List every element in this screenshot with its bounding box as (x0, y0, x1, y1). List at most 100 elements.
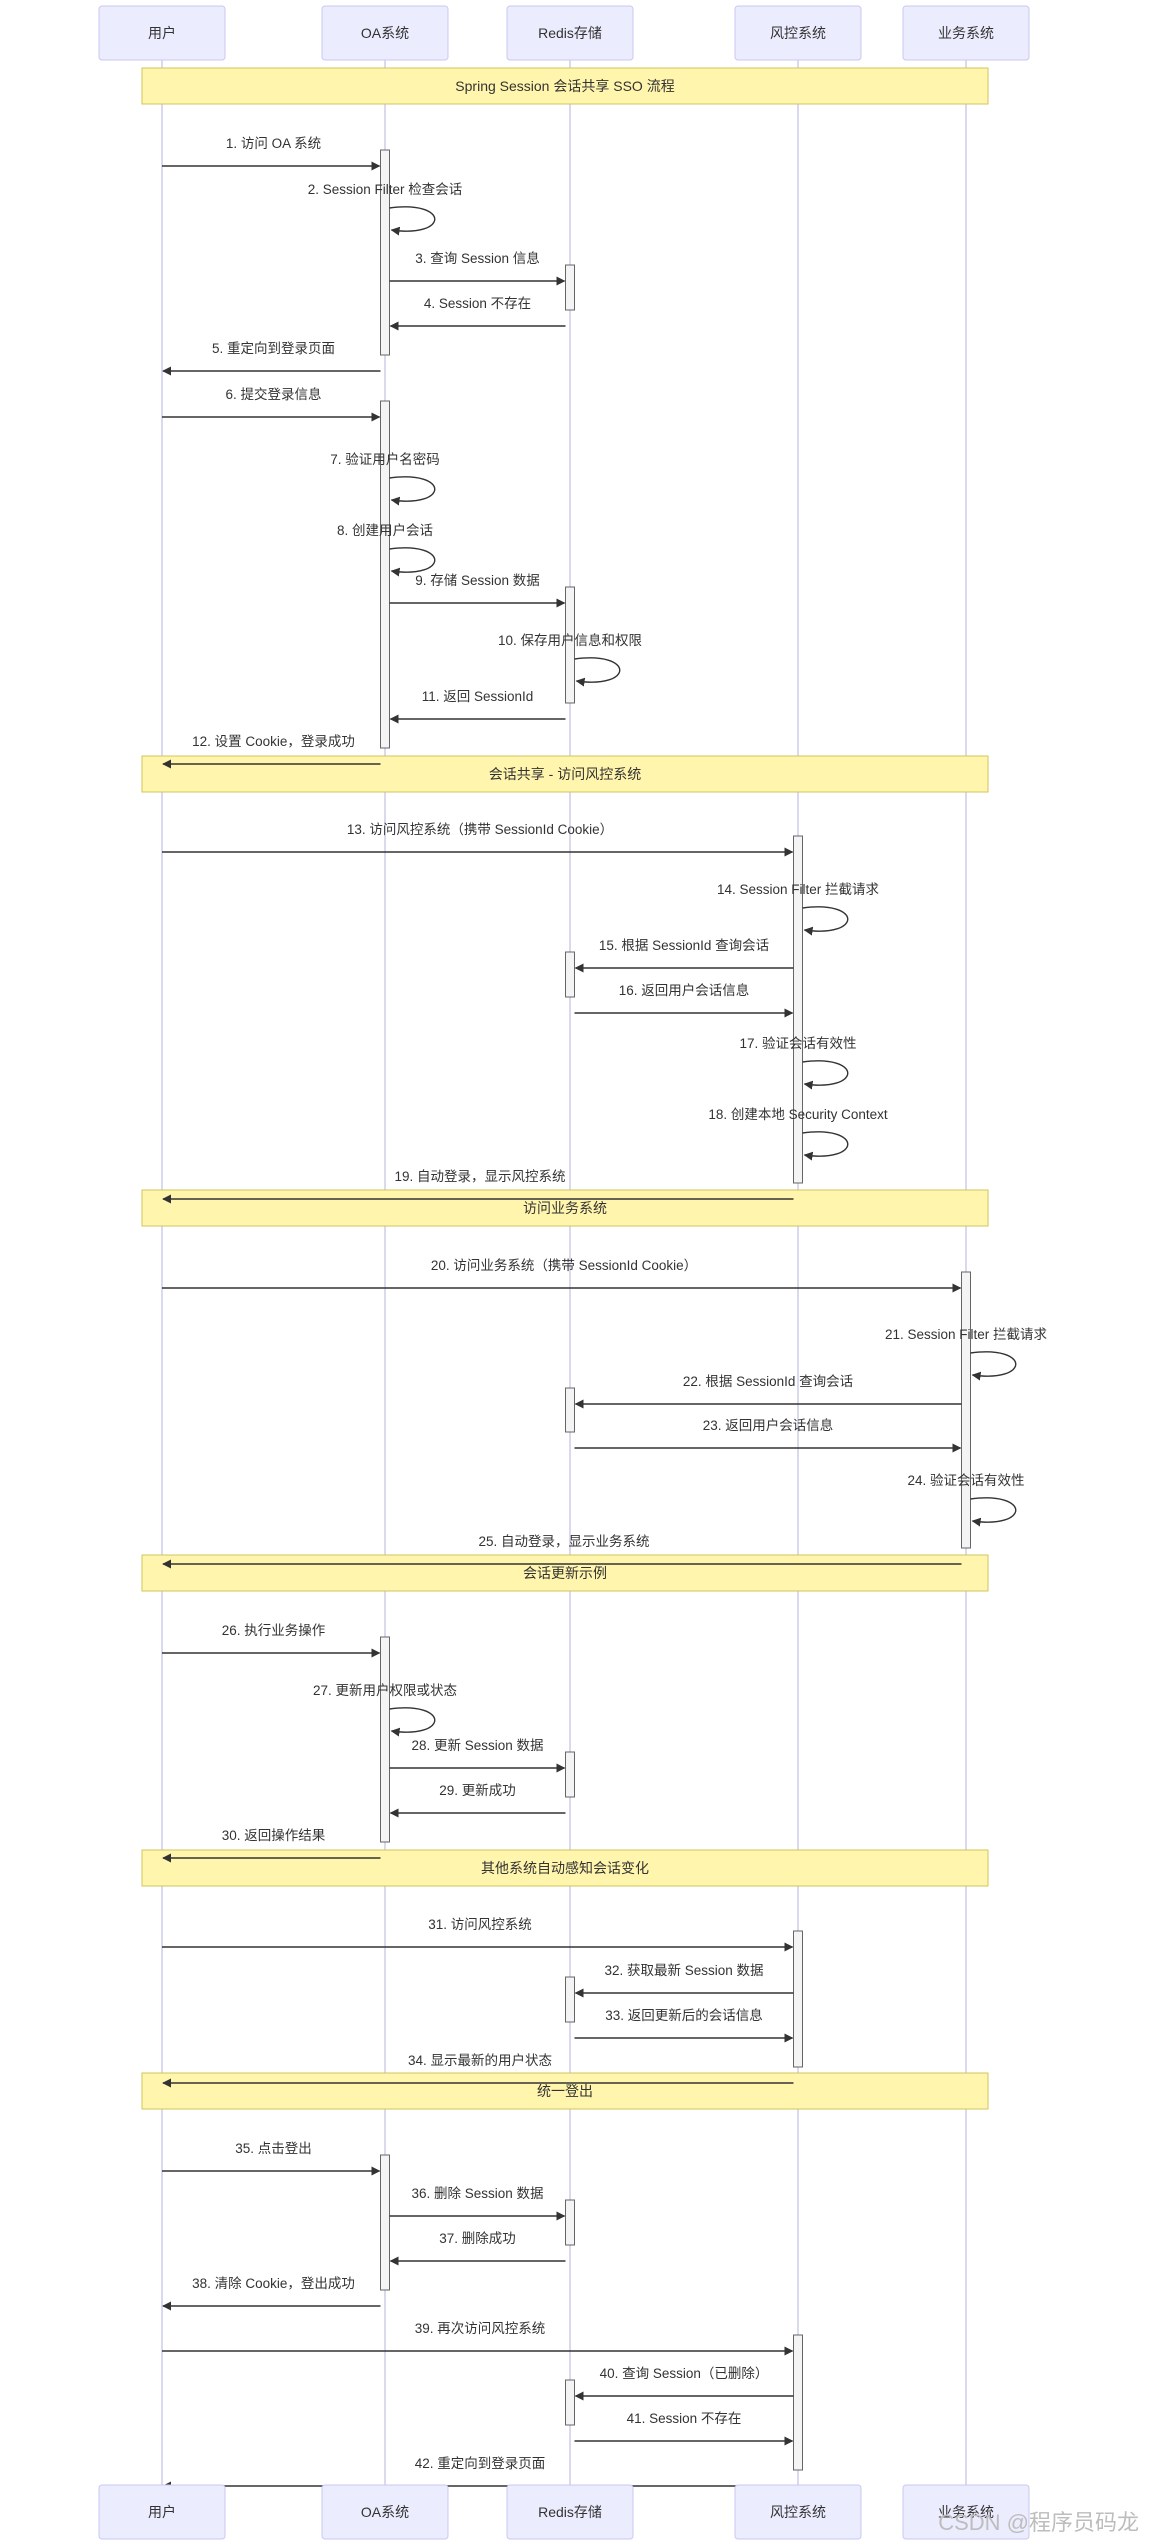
section-note-5: 其他系统自动感知会话变化 (141, 1849, 989, 1887)
message-label: 10. 保存用户信息和权限 (498, 632, 643, 648)
message-label: 18. 创建本地 Security Context (708, 1107, 888, 1122)
self-message-arrow (389, 547, 436, 577)
actor-label: OA系统 (361, 25, 409, 41)
message-21: 21. Session Filter 拦截请求 (885, 1327, 1048, 1381)
actor-box (734, 5, 862, 61)
message-35: 35. 点击登出 (162, 2141, 381, 2176)
message-31: 31. 访问风控系统 (162, 1917, 794, 1952)
message-25: 25. 自动登录，显示业务系统 (162, 1534, 962, 1569)
message-label: 3. 查询 Session 信息 (415, 250, 540, 266)
actor-top-0: 用户 (98, 5, 226, 61)
note-box (141, 2072, 989, 2110)
actor-label: 业务系统 (938, 25, 994, 41)
self-message-arrow (389, 206, 436, 236)
actor-top-4: 业务系统 (902, 5, 1030, 61)
message-34: 34. 显示最新的用户状态 (162, 2052, 794, 2088)
actor-bottom-4: 业务系统 (902, 2484, 1030, 2540)
self-message-arrow (802, 1131, 849, 1161)
self-message-arrow (802, 906, 849, 936)
activation-bar (961, 1271, 971, 1549)
message-label: 36. 删除 Session 数据 (411, 2186, 543, 2201)
message-39: 39. 再次访问风控系统 (162, 2321, 794, 2356)
message-label: 11. 返回 SessionId (422, 689, 534, 704)
message-4: 4. Session 不存在 (389, 296, 566, 331)
message-label: 33. 返回更新后的会话信息 (605, 2007, 763, 2023)
activation-bar (565, 2199, 575, 2246)
message-label: 38. 清除 Cookie，登出成功 (192, 2276, 355, 2291)
message-label: 34. 显示最新的用户状态 (408, 2052, 552, 2068)
message-27: 27. 更新用户权限或状态 (313, 1682, 457, 1737)
message-40: 40. 查询 Session（已删除） (574, 2366, 794, 2401)
actor-label: OA系统 (361, 2504, 409, 2520)
activation-bar (565, 2379, 575, 2426)
message-19: 19. 自动登录，显示风控系统 (162, 1169, 794, 1204)
message-12: 12. 设置 Cookie，登录成功 (162, 734, 381, 769)
self-message-arrow (970, 1497, 1017, 1527)
actor-label: 风控系统 (770, 25, 826, 41)
activation-bar (793, 1930, 803, 2068)
message-label: 12. 设置 Cookie，登录成功 (192, 734, 355, 749)
actor-top-3: 风控系统 (734, 5, 862, 61)
message-1: 1. 访问 OA 系统 (162, 136, 381, 171)
actor-top-1: OA系统 (321, 5, 449, 61)
message-3: 3. 查询 Session 信息 (389, 250, 566, 286)
activation-bar (380, 1636, 390, 1843)
section-note-2: 会话共享 - 访问风控系统 (141, 755, 989, 793)
message-29: 29. 更新成功 (389, 1783, 566, 1818)
message-label: 9. 存储 Session 数据 (415, 573, 540, 588)
message-37: 37. 删除成功 (389, 2231, 566, 2266)
self-message-arrow (389, 476, 436, 506)
message-15: 15. 根据 SessionId 查询会话 (574, 938, 794, 973)
message-label: 8. 创建用户会话 (337, 522, 433, 538)
note-box (141, 1554, 989, 1592)
actor-box (902, 5, 1030, 61)
message-label: 19. 自动登录，显示风控系统 (394, 1169, 565, 1184)
activation-bar (565, 586, 575, 704)
message-label: 22. 根据 SessionId 查询会话 (683, 1374, 853, 1389)
actor-box (321, 2484, 449, 2540)
actor-label: 业务系统 (938, 2504, 994, 2520)
message-33: 33. 返回更新后的会话信息 (574, 2007, 794, 2043)
message-41: 41. Session 不存在 (574, 2411, 794, 2446)
section-note-4: 会话更新示例 (141, 1554, 989, 1592)
activation-bar (565, 1976, 575, 2023)
message-label: 21. Session Filter 拦截请求 (885, 1327, 1048, 1342)
message-label: 2. Session Filter 检查会话 (308, 182, 463, 197)
message-label: 42. 重定向到登录页面 (415, 2456, 546, 2471)
message-label: 16. 返回用户会话信息 (619, 982, 750, 998)
self-message-arrow (574, 657, 621, 687)
actor-box (321, 5, 449, 61)
message-32: 32. 获取最新 Session 数据 (574, 1963, 794, 1998)
message-5: 5. 重定向到登录页面 (162, 341, 381, 376)
actor-bottom-3: 风控系统 (734, 2484, 862, 2540)
message-label: 20. 访问业务系统（携带 SessionId Cookie） (431, 1258, 697, 1273)
message-23: 23. 返回用户会话信息 (574, 1417, 962, 1453)
message-label: 27. 更新用户权限或状态 (313, 1682, 457, 1698)
note-box (141, 1849, 989, 1887)
message-8: 8. 创建用户会话 (337, 522, 436, 577)
actor-box (734, 2484, 862, 2540)
section-note-3: 访问业务系统 (141, 1189, 989, 1227)
actor-box (98, 5, 226, 61)
message-6: 6. 提交登录信息 (162, 386, 381, 422)
watermark: CSDN @程序员码龙 (938, 2510, 1139, 2535)
message-label: 31. 访问风控系统 (428, 1917, 532, 1932)
message-14: 14. Session Filter 拦截请求 (717, 882, 880, 936)
note-label: 会话共享 - 访问风控系统 (489, 766, 641, 782)
message-26: 26. 执行业务操作 (162, 1623, 381, 1658)
message-label: 41. Session 不存在 (627, 2411, 742, 2426)
activation-bar (565, 1751, 575, 1798)
actor-label: 用户 (148, 2504, 176, 2520)
message-label: 37. 删除成功 (439, 2231, 516, 2246)
message-label: 30. 返回操作结果 (222, 1828, 326, 1843)
actor-box (506, 5, 634, 61)
note-box (141, 1189, 989, 1227)
actor-box (902, 2484, 1030, 2540)
actor-box (98, 2484, 226, 2540)
section-note-1: Spring Session 会话共享 SSO 流程 (141, 67, 989, 105)
message-42: 42. 重定向到登录页面 (162, 2456, 794, 2491)
message-label: 23. 返回用户会话信息 (703, 1417, 834, 1433)
note-box (141, 67, 989, 105)
actor-top-2: Redis存储 (506, 5, 634, 61)
